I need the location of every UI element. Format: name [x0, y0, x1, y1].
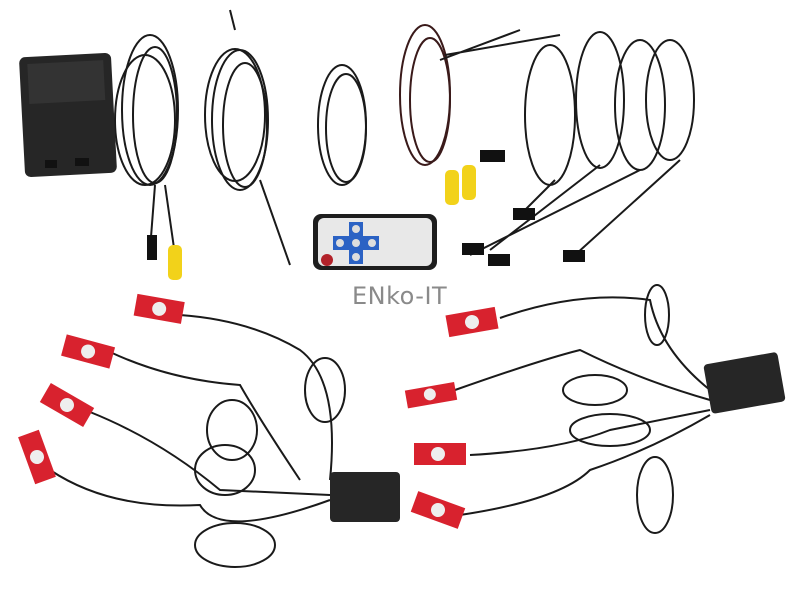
connector	[147, 150, 585, 266]
cable-coil	[114, 34, 179, 256]
parking-sensor	[18, 293, 499, 529]
cable-coil	[317, 64, 367, 186]
sensor-harness-left	[49, 314, 346, 568]
control-box	[19, 52, 117, 178]
cable-coil	[469, 31, 695, 256]
rca-plug-yellow	[445, 170, 459, 205]
rca-plug-yellow	[168, 245, 182, 280]
rca-plug-yellow	[462, 165, 476, 200]
sensor-harness-right	[454, 284, 711, 534]
sensor-module	[330, 472, 400, 522]
remote-control	[313, 214, 437, 270]
cable-coil	[204, 9, 291, 266]
cable-coil	[399, 24, 561, 166]
watermark: ENko-IT	[352, 282, 448, 310]
sensor-module	[703, 352, 786, 414]
